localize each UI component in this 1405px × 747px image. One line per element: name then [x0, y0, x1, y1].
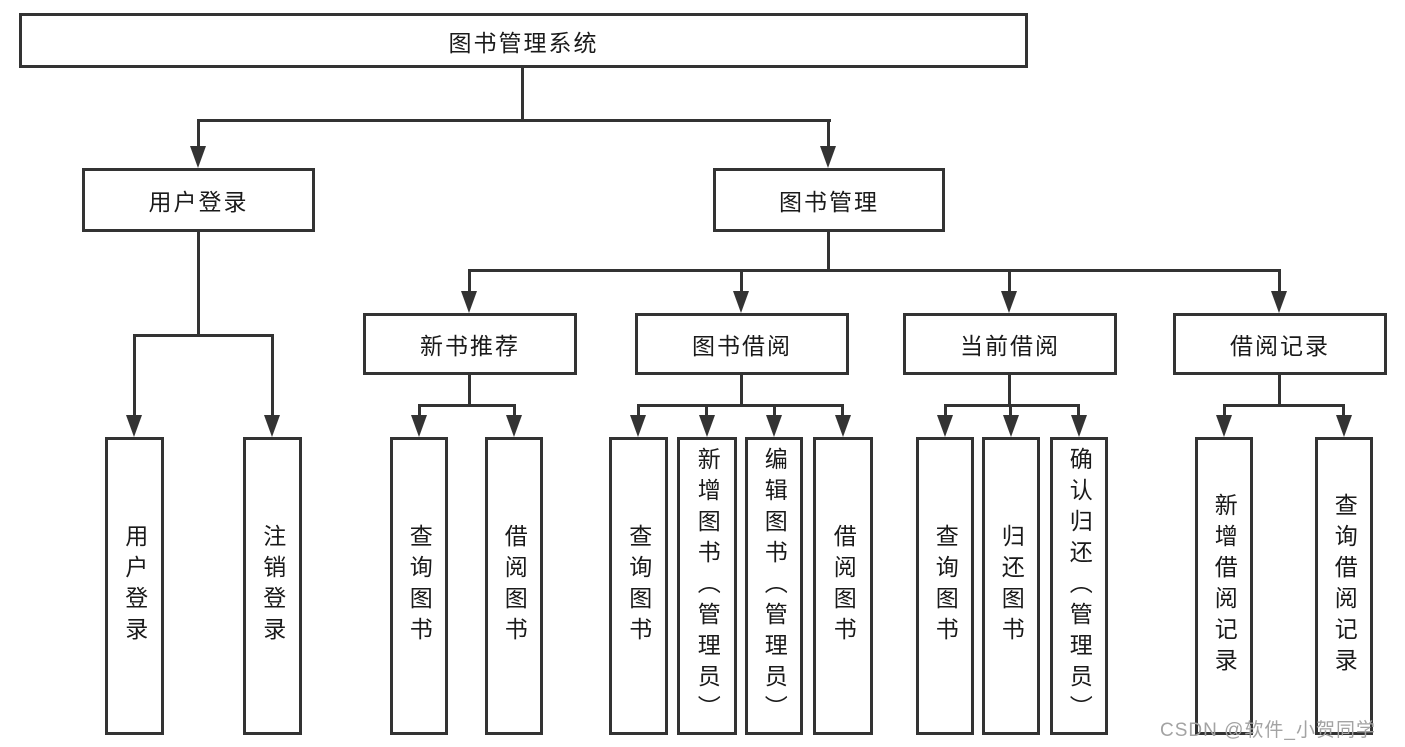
- connector-drop-c2: [1077, 404, 1080, 417]
- connector-drop-book-borrow: [740, 269, 743, 293]
- node-borrow-records: 借阅记录: [1173, 313, 1387, 375]
- leaf-query-borrow-record-label: 查询借阅记录: [1331, 493, 1358, 679]
- leaf-add-borrow-record: 新增借阅记录: [1195, 437, 1253, 735]
- leaf-query-book-3-label: 查询图书: [932, 524, 959, 648]
- node-user-login: 用户登录: [82, 168, 315, 232]
- arrowhead-a0: [411, 415, 427, 437]
- connector-drop-b2: [773, 404, 776, 417]
- connector-book-borrow-branch: [637, 404, 844, 407]
- arrowhead-d1: [1336, 415, 1352, 437]
- watermark-text: CSDN @软件_小贺同学: [1160, 720, 1376, 741]
- leaf-borrow-book-2-label: 借阅图书: [830, 524, 857, 648]
- connector-drop-c0: [944, 404, 947, 417]
- leaf-borrow-book-1: 借阅图书: [485, 437, 543, 735]
- connector-drop-b0: [637, 404, 640, 417]
- connector-drop-c1: [1009, 404, 1012, 417]
- connector-new-book-rec-stem: [468, 375, 471, 406]
- leaf-query-book-1-label: 查询图书: [406, 524, 433, 648]
- connector-user-login-branch: [133, 334, 274, 337]
- leaf-borrow-book-2: 借阅图书: [813, 437, 873, 735]
- leaf-confirm-return-admin: 确认归还（管理员）: [1050, 437, 1108, 735]
- arrowhead-new-book-rec: [461, 291, 477, 313]
- arrowhead-current-borrow: [1001, 291, 1017, 313]
- connector-new-book-rec-branch: [418, 404, 516, 407]
- leaf-query-book-3: 查询图书: [916, 437, 974, 735]
- connector-drop-b3: [841, 404, 844, 417]
- arrowhead-b2: [766, 415, 782, 437]
- connector-drop-d1: [1342, 404, 1345, 417]
- node-book-mgmt: 图书管理: [713, 168, 945, 232]
- node-book-borrow: 图书借阅: [635, 313, 849, 375]
- arrowhead-leaf-logout: [264, 415, 280, 437]
- connector-borrow-records-branch: [1223, 404, 1345, 407]
- arrowhead-book-borrow: [733, 291, 749, 313]
- leaf-return-book: 归还图书: [982, 437, 1040, 735]
- arrowhead-b0: [630, 415, 646, 437]
- leaf-borrow-book-1-label: 借阅图书: [501, 524, 528, 648]
- arrowhead-leaf-login: [126, 415, 142, 437]
- arrowhead-user-login: [190, 146, 206, 168]
- connector-drop-a1: [513, 404, 516, 417]
- arrowhead-c1: [1003, 415, 1019, 437]
- node-new-book-rec: 新书推荐: [363, 313, 577, 375]
- arrowhead-a1: [506, 415, 522, 437]
- connector-root-branch: [197, 119, 831, 122]
- connector-drop-current-borrow: [1008, 269, 1011, 293]
- leaf-query-book-1: 查询图书: [390, 437, 448, 735]
- leaf-query-borrow-record: 查询借阅记录: [1315, 437, 1373, 735]
- leaf-confirm-return-admin-label: 确认归还（管理员）: [1066, 446, 1093, 726]
- leaf-query-book-2: 查询图书: [609, 437, 668, 735]
- arrowhead-c2: [1071, 415, 1087, 437]
- connector-drop-user-login: [197, 119, 200, 149]
- leaf-add-book-admin-label: 新增图书（管理员）: [694, 446, 721, 726]
- connector-drop-borrow-records: [1278, 269, 1281, 293]
- node-root: 图书管理系统: [19, 13, 1028, 68]
- arrowhead-d0: [1216, 415, 1232, 437]
- leaf-edit-book-admin: 编辑图书（管理员）: [745, 437, 803, 735]
- connector-root-stem: [521, 68, 524, 121]
- connector-drop-new-book-rec: [468, 269, 471, 293]
- leaf-add-book-admin: 新增图书（管理员）: [677, 437, 737, 735]
- arrowhead-book-mgmt: [820, 146, 836, 168]
- leaf-logout: 注销登录: [243, 437, 302, 735]
- connector-book-mgmt-branch: [468, 269, 1281, 272]
- arrowhead-b3: [835, 415, 851, 437]
- leaf-return-book-label: 归还图书: [998, 524, 1025, 648]
- leaf-add-borrow-record-label: 新增借阅记录: [1211, 493, 1238, 679]
- leaf-user-login: 用户登录: [105, 437, 164, 735]
- connector-drop-leaf-login: [133, 334, 136, 417]
- connector-current-borrow-branch: [944, 404, 1080, 407]
- leaf-edit-book-admin-label: 编辑图书（管理员）: [761, 446, 788, 726]
- connector-drop-d0: [1223, 404, 1226, 417]
- connector-drop-b1: [705, 404, 708, 417]
- connector-drop-a0: [418, 404, 421, 417]
- leaf-user-login-label: 用户登录: [121, 524, 148, 648]
- connector-borrow-records-stem: [1278, 375, 1281, 406]
- connector-drop-leaf-logout: [271, 334, 274, 417]
- arrowhead-c0: [937, 415, 953, 437]
- connector-user-login-stem: [197, 232, 200, 336]
- connector-drop-book-mgmt: [827, 119, 830, 149]
- leaf-logout-label: 注销登录: [259, 524, 286, 648]
- arrowhead-borrow-records: [1271, 291, 1287, 313]
- leaf-query-book-2-label: 查询图书: [625, 524, 652, 648]
- connector-book-mgmt-stem: [827, 232, 830, 271]
- connector-current-borrow-stem: [1008, 375, 1011, 406]
- arrowhead-b1: [699, 415, 715, 437]
- node-current-borrow: 当前借阅: [903, 313, 1117, 375]
- connector-book-borrow-stem: [740, 375, 743, 406]
